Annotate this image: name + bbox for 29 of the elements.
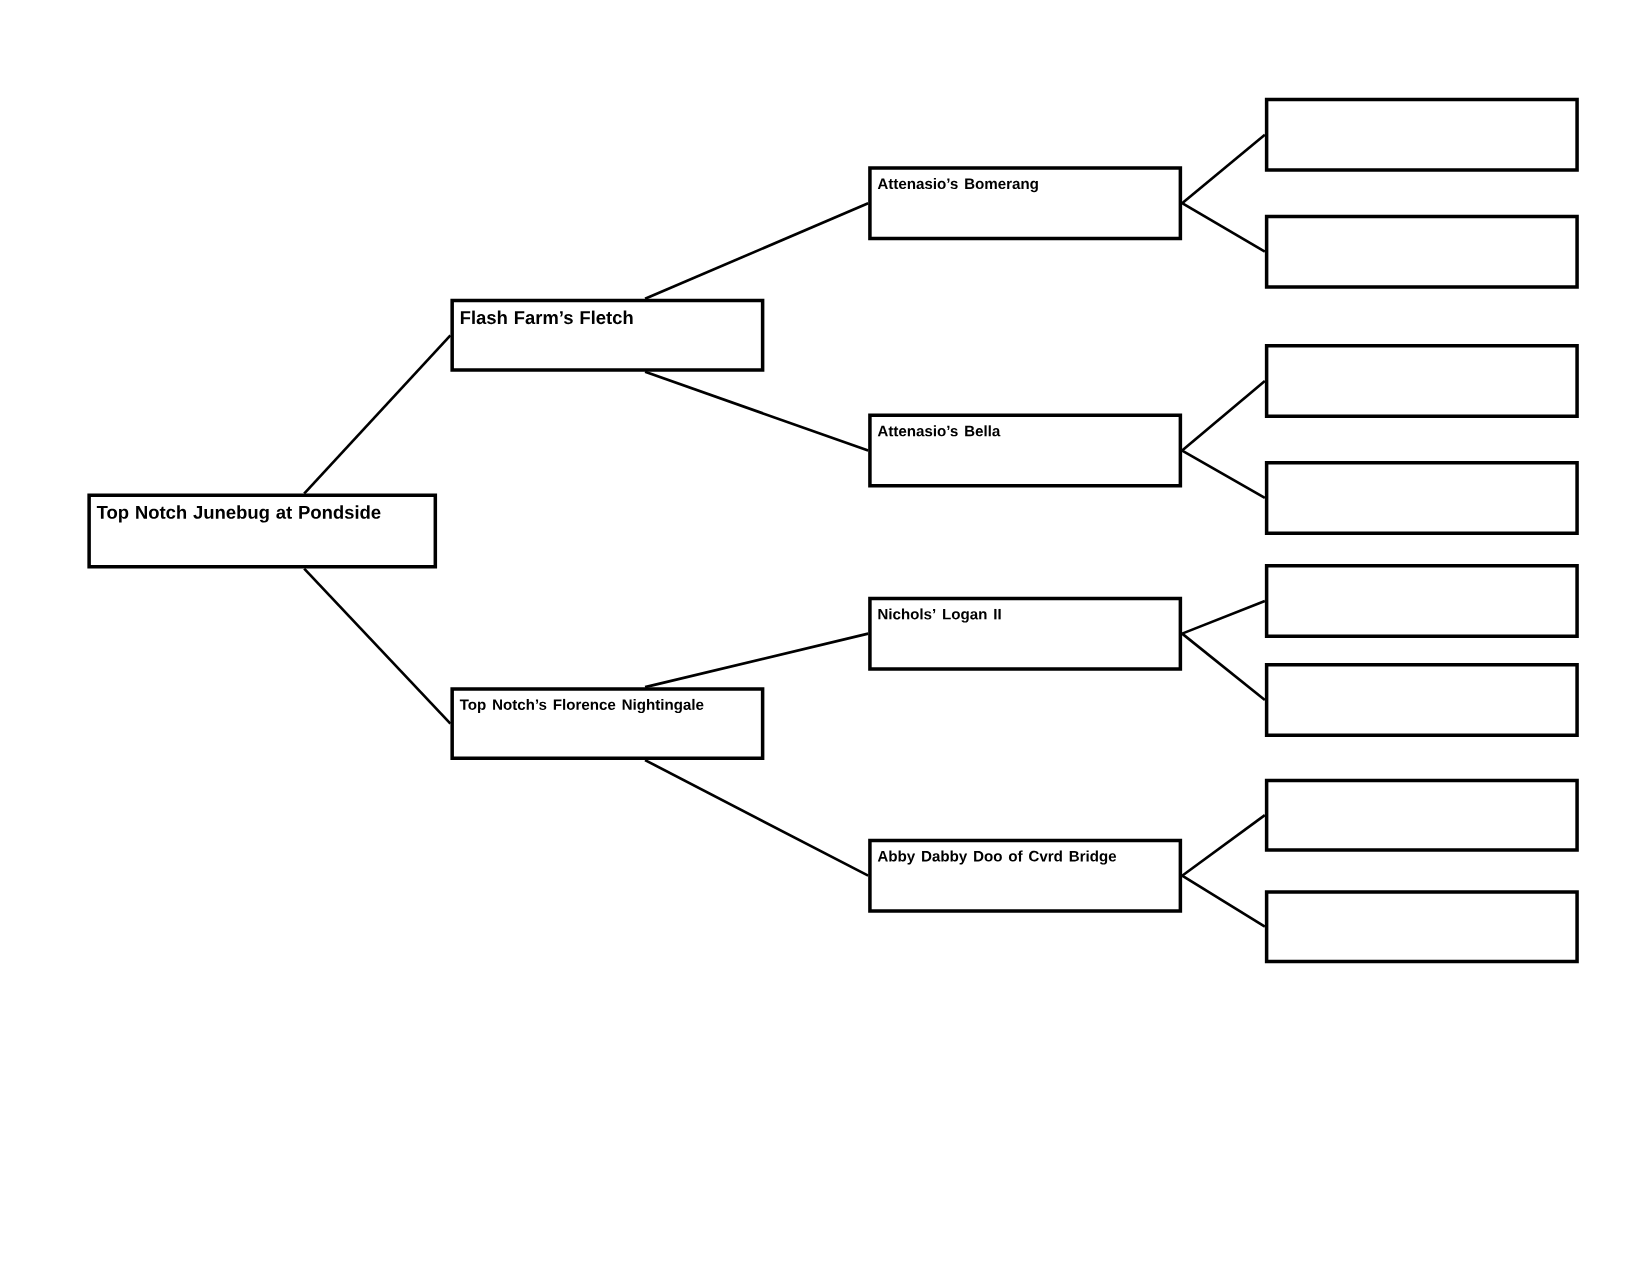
connector-line [1181,380,1266,452]
connector-line [1181,874,1266,928]
connector-line [644,202,869,301]
name-box: Top Notch Junebug at Pondside [87,493,438,569]
name-box: Attenasio’s Bella [868,413,1183,488]
name-box: Nichols’ Logan II [868,596,1183,671]
connector-line [303,334,452,495]
empty-box [1264,564,1579,639]
connector-line [1181,133,1266,205]
empty-box [1264,344,1579,419]
empty-box [1264,97,1579,172]
connector-line [644,370,869,452]
name-box: Flash Farm’s Fletch [450,298,765,372]
empty-box [1264,778,1579,852]
name-box: Attenasio’s Bomerang [868,166,1183,241]
connector-line [1181,599,1266,635]
connector-line [644,632,869,689]
connector-line [303,567,452,725]
connector-line [1181,632,1266,701]
connector-line [1181,814,1266,877]
connector-line [644,758,869,877]
empty-box [1264,460,1579,535]
connector-line [1181,449,1266,500]
empty-box [1264,214,1579,289]
name-box: Top Notch’s Florence Nightingale [450,687,765,761]
name-box: Abby Dabby Doo of Cvrd Bridge [868,838,1183,913]
empty-box [1264,890,1579,964]
empty-box [1264,662,1579,737]
connector-line [1181,202,1266,253]
